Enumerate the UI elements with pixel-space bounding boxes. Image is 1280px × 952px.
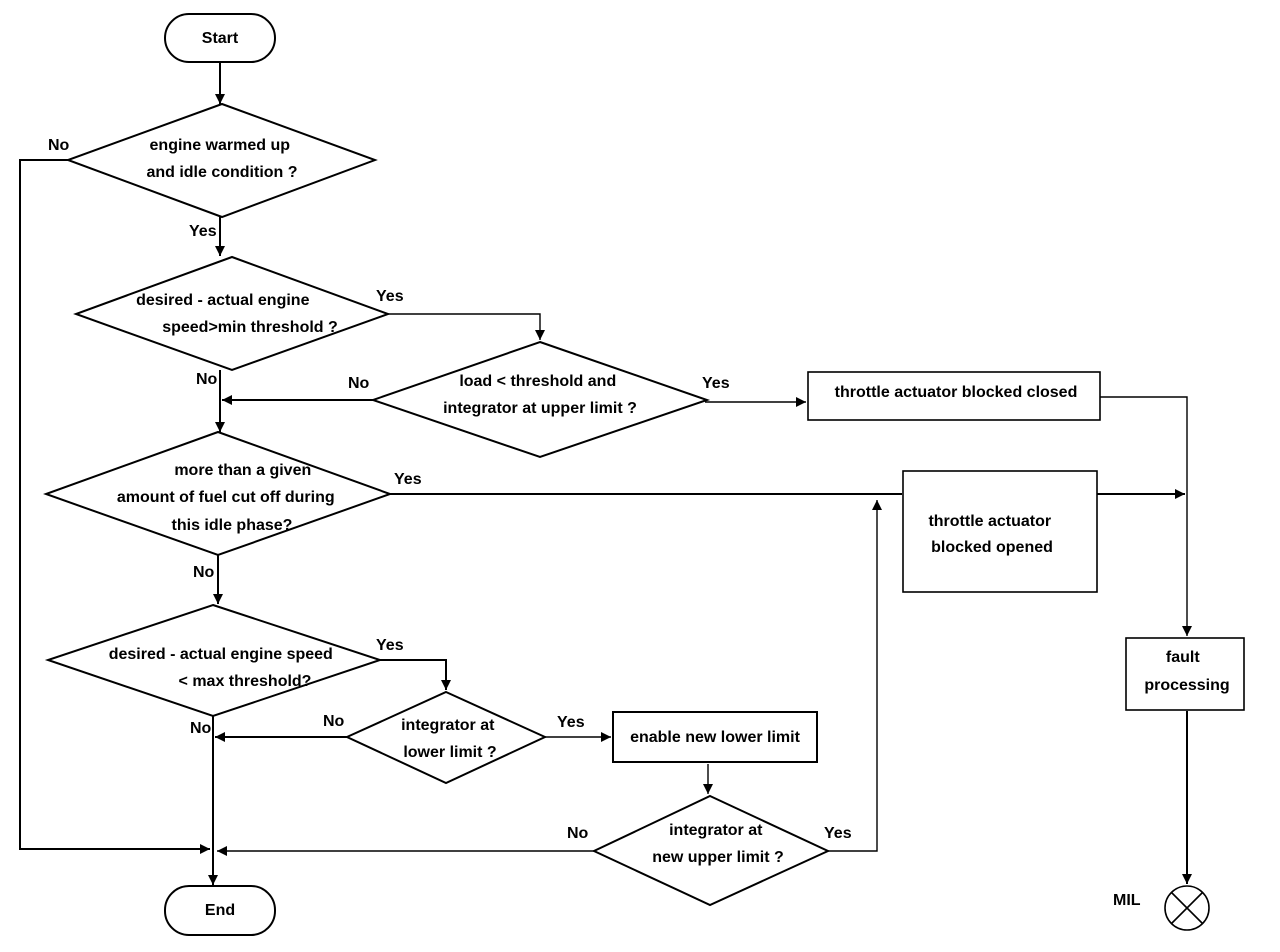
decision-engine-warm-text: engine warmed up and idle condition ? (146, 137, 297, 181)
decision-integrator-lower (344, 690, 548, 785)
process-blocked-opened-text: throttle actuator blocked opened (928, 513, 1055, 556)
arrow-d7-yes-to-junction (828, 500, 882, 852)
decision-speed-max-text: desired - actual engine speed < max thre… (109, 646, 338, 690)
decision-speed-max (44, 603, 384, 718)
d7-line-1: integrator at (669, 822, 763, 839)
arrow-d2-yes-to-d3 (386, 313, 545, 340)
label-d5-yes: Yes (376, 637, 404, 654)
decision-integrator-upper (591, 794, 831, 907)
label-d5-no: No (190, 720, 212, 737)
d1-line-1: engine warmed up (150, 137, 291, 154)
label-d2-yes: Yes (376, 288, 404, 305)
label-d3-no: No (348, 375, 370, 392)
end-label: End (205, 902, 235, 919)
d5-line-2: < max threshold? (179, 673, 312, 690)
label-d6-yes: Yes (557, 714, 585, 731)
start-label: Start (202, 30, 239, 47)
d3-line-1: load < threshold and (459, 373, 616, 390)
decision-load-threshold (369, 340, 711, 459)
process-new-lower-limit (612, 711, 818, 763)
d7-line-2: new upper limit ? (652, 849, 784, 866)
d4-line-2: amount of fuel cut off during (117, 489, 335, 506)
mil-lamp-icon (1164, 885, 1210, 931)
d4-line-1: more than a given (174, 462, 311, 479)
process-fault-text: fault processing (1144, 649, 1229, 694)
end-terminal (164, 885, 276, 936)
label-d1-no: No (48, 137, 70, 154)
decision-fuel-cutoff (43, 430, 393, 557)
label-d3-yes: Yes (702, 375, 730, 392)
label-d1-yes: Yes (189, 223, 217, 240)
arrow-d1-no-to-end-junction (19, 159, 210, 854)
d1-line-2: and idle condition ? (146, 164, 297, 181)
process-blocked-opened (902, 470, 1098, 593)
mil-label: MIL (1113, 892, 1141, 909)
process-new-lower-limit-text: enable new lower limit (630, 729, 800, 746)
decision-integrator-upper-text: integrator at new upper limit ? (652, 822, 784, 866)
d2-line-1: desired - actual engine (136, 292, 309, 309)
decision-speed-min-text: desired - actual engine speed>min thresh… (136, 292, 338, 336)
d6-line-2: lower limit ? (403, 744, 496, 761)
process-blocked-closed (807, 371, 1101, 421)
p-opened-line-1: throttle actuator (928, 513, 1051, 530)
decision-fuel-cutoff-text: more than a given amount of fuel cut off… (117, 462, 339, 534)
d6-line-1: integrator at (401, 717, 495, 734)
decision-engine-warm (65, 102, 378, 219)
d5-line-1: desired - actual engine speed (109, 646, 333, 663)
d2-line-2: speed>min threshold ? (162, 319, 338, 336)
label-d6-no: No (323, 713, 345, 730)
label-d7-yes: Yes (824, 825, 852, 842)
connectors (19, 62, 1192, 885)
arrow-blocked-closed-to-fault (1100, 396, 1192, 636)
d4-line-3: this idle phase? (172, 517, 293, 534)
arrow-d5-yes-to-d6 (378, 659, 451, 690)
label-d4-yes: Yes (394, 471, 422, 488)
p-fault-line-2: processing (1144, 677, 1229, 694)
decision-load-threshold-text: load < threshold and integrator at upper… (443, 373, 637, 417)
d3-line-2: integrator at upper limit ? (443, 400, 637, 417)
process-blocked-closed-text: throttle actuator blocked closed (835, 384, 1078, 401)
p-opened-line-2: blocked opened (931, 539, 1053, 556)
label-d7-no: No (567, 825, 589, 842)
process-fault (1125, 637, 1245, 711)
decision-integrator-lower-text: integrator at lower limit ? (401, 717, 499, 761)
label-d4-no: No (193, 564, 215, 581)
label-d2-no: No (196, 371, 218, 388)
start-terminal (164, 13, 276, 63)
p-fault-line-1: fault (1166, 649, 1200, 666)
decision-speed-min (73, 255, 391, 372)
